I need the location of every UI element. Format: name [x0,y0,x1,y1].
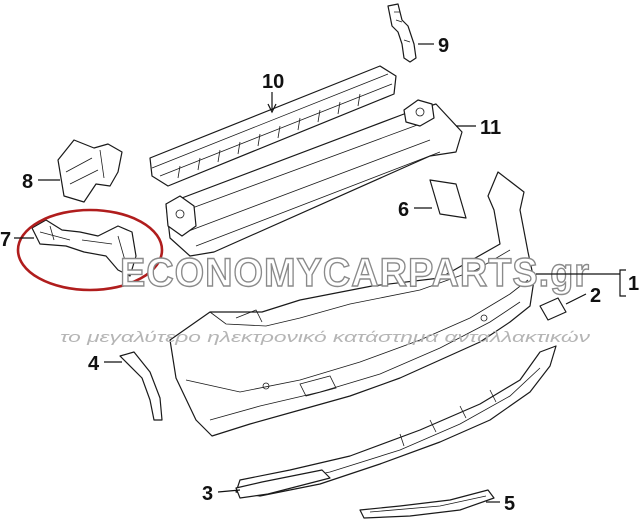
callouts: 10 9 11 8 7 6 1 2 4 3 5 [0,35,639,515]
part-8-side-bracket [57,139,123,203]
callout-4: 4 [88,353,100,375]
part-1-bumper-cover [169,171,535,437]
callout-8: 8 [22,171,33,193]
callout-10: 10 [262,71,284,93]
part-5-strip [359,489,495,519]
leader-lines [14,43,626,503]
watermark-brand: ECONOMYCARPARTS.gr [120,251,590,295]
callout-7: 7 [0,229,11,251]
callout-9: 9 [438,35,449,57]
callout-1: 1 [628,273,639,295]
part-9-bracket [387,3,417,63]
part-10-energy-absorber [149,65,397,187]
callout-3: 3 [202,483,213,505]
part-6-panel [429,179,467,219]
part-3-strip [235,469,331,499]
part-11-reinforcement [165,99,463,257]
part-2-cap [539,297,567,321]
part-4-trim [119,351,163,421]
part-7-side-bracket [16,208,164,292]
callout-2: 2 [590,285,601,307]
callout-5: 5 [504,493,515,515]
watermark-tagline: το μεγαλύτερο ηλεκτρονικό κατάστημα αντα… [60,329,591,346]
callout-11: 11 [480,117,501,139]
watermark: ECONOMYCARPARTS.gr το μεγαλύτερο ηλεκτρο… [60,250,591,346]
highlight-ring [16,208,164,292]
callout-6: 6 [398,199,409,221]
